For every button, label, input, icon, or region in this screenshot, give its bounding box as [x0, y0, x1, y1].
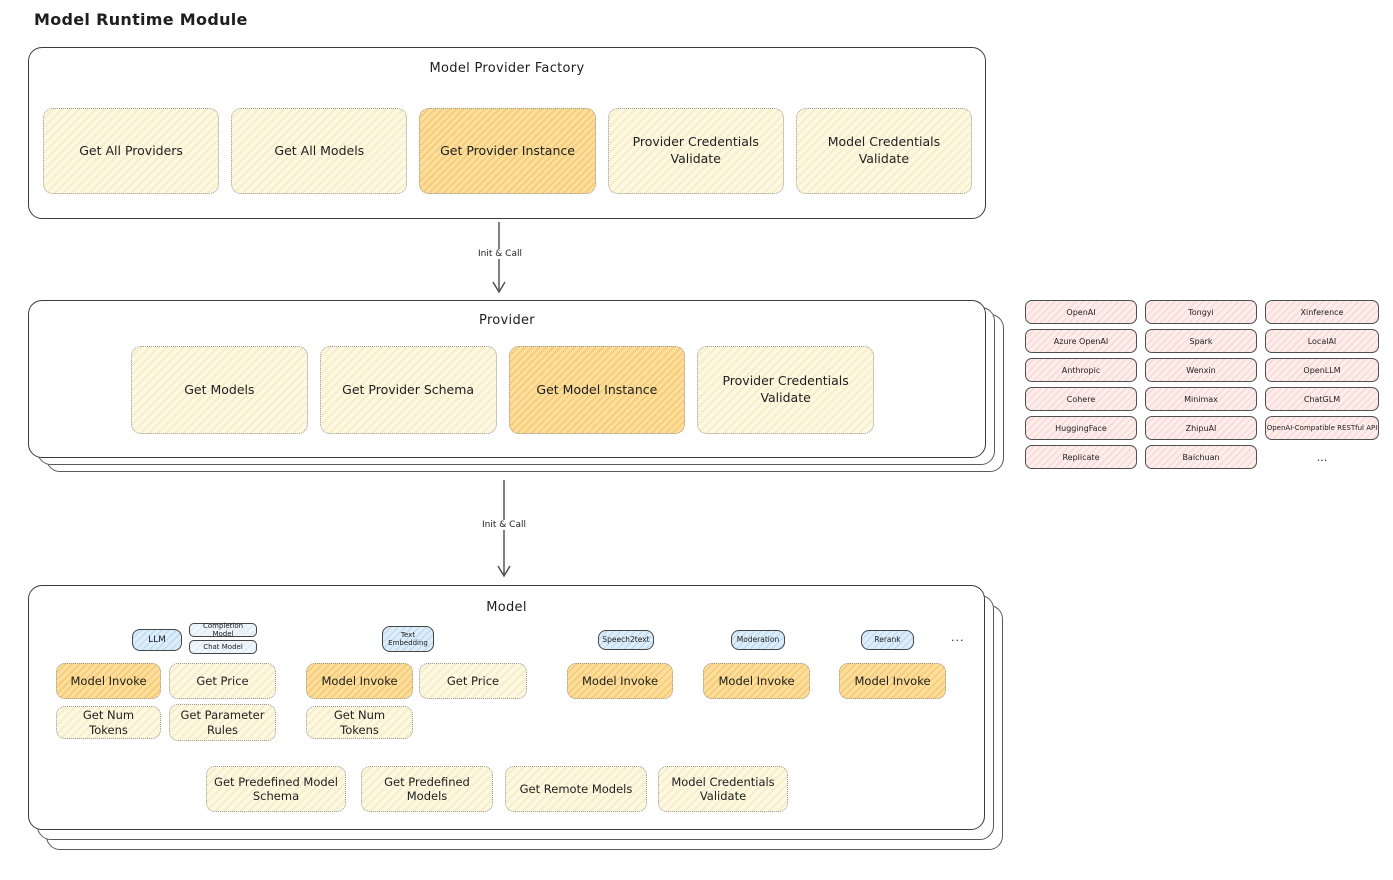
model-box: Model LLM Completion Model Chat Model Te… [28, 585, 985, 830]
node-speech2text-model-invoke: Model Invoke [567, 663, 673, 699]
provider-title: Provider [479, 313, 535, 328]
tab-completion-model: Completion Model [189, 622, 257, 638]
node-get-models: Get Models [131, 346, 308, 434]
node-embedding-get-price: Get Price [419, 663, 527, 699]
node-llm-get-parameter-rules: Get Parameter Rules [169, 704, 276, 741]
node-get-predefined-models: Get Predefined Models [361, 766, 493, 812]
arrow1-label: Init & Call [462, 249, 538, 259]
provider-list-grid: OpenAI Tongyi Xinference Azure OpenAI Sp… [1025, 300, 1379, 469]
provider-pill-spark: Spark [1145, 329, 1257, 353]
tab-llm: LLM [132, 629, 182, 651]
node-provider-credentials-validate-2: Provider Credentials Validate [697, 346, 874, 434]
provider-pill-baichuan: Baichuan [1145, 445, 1257, 469]
tabs-ellipsis: ... [951, 631, 965, 644]
node-llm-get-price: Get Price [169, 663, 276, 699]
provider-pill-huggingface: HuggingFace [1025, 416, 1137, 440]
node-embedding-get-num-tokens: Get Num Tokens [306, 706, 413, 739]
provider-pill-localai: LocalAI [1265, 329, 1379, 353]
tab-speech2text: Speech2text [598, 630, 654, 650]
tab-rerank: Rerank [861, 630, 914, 650]
arrow-factory-to-provider [492, 222, 506, 294]
provider-pill-cohere: Cohere [1025, 387, 1137, 411]
arrow-provider-to-model [497, 480, 511, 578]
factory-title: Model Provider Factory [429, 61, 585, 76]
node-model-credentials-validate: Model Credentials Validate [795, 108, 973, 194]
factory-buttons-row: Get All Providers Get All Models Get Pro… [43, 108, 973, 194]
node-get-provider-instance: Get Provider Instance [419, 108, 596, 194]
node-get-provider-schema: Get Provider Schema [319, 346, 497, 434]
provider-pill-wenxin: Wenxin [1145, 358, 1257, 382]
provider-buttons-row: Get Models Get Provider Schema Get Model… [131, 346, 874, 434]
tab-chat-model: Chat Model [189, 640, 257, 654]
arrow2-label: Init & Call [466, 520, 542, 530]
provider-pill-chatglm: ChatGLM [1265, 387, 1379, 411]
node-llm-get-num-tokens: Get Num Tokens [56, 706, 161, 739]
node-get-remote-models: Get Remote Models [505, 766, 647, 812]
provider-pill-minimax: Minimax [1145, 387, 1257, 411]
provider-pill-xinference: Xinference [1265, 300, 1379, 324]
node-embedding-model-invoke: Model Invoke [306, 663, 413, 699]
provider-pill-replicate: Replicate [1025, 445, 1137, 469]
node-provider-credentials-validate: Provider Credentials Validate [607, 108, 784, 194]
node-get-model-instance: Get Model Instance [508, 346, 686, 434]
model-title: Model [486, 600, 527, 615]
node-get-all-models: Get All Models [231, 108, 408, 194]
provider-pill-ellipsis: ... [1316, 450, 1328, 464]
node-model-credentials-validate-2: Model Credentials Validate [658, 766, 788, 812]
node-get-predefined-model-schema: Get Predefined Model Schema [206, 766, 346, 812]
provider-pill-azure-openai: Azure OpenAI [1025, 329, 1137, 353]
node-llm-model-invoke: Model Invoke [56, 663, 161, 699]
tab-text-embedding: Text Embedding [382, 626, 434, 652]
node-get-all-providers: Get All Providers [43, 108, 220, 194]
provider-pill-zhipuai: ZhipuAI [1145, 416, 1257, 440]
page-title: Model Runtime Module [34, 10, 248, 29]
tab-moderation: Moderation [731, 630, 785, 650]
factory-box: Model Provider Factory Get All Providers… [28, 47, 986, 219]
provider-pill-tongyi: Tongyi [1145, 300, 1257, 324]
node-moderation-model-invoke: Model Invoke [703, 663, 810, 699]
provider-pill-openai: OpenAI [1025, 300, 1137, 324]
provider-box: Provider Get Models Get Provider Schema … [28, 300, 986, 458]
provider-pill-openai-compatible: OpenAI-Compatible RESTful API [1265, 416, 1379, 440]
provider-pill-openllm: OpenLLM [1265, 358, 1379, 382]
provider-pill-anthropic: Anthropic [1025, 358, 1137, 382]
node-rerank-model-invoke: Model Invoke [839, 663, 946, 699]
